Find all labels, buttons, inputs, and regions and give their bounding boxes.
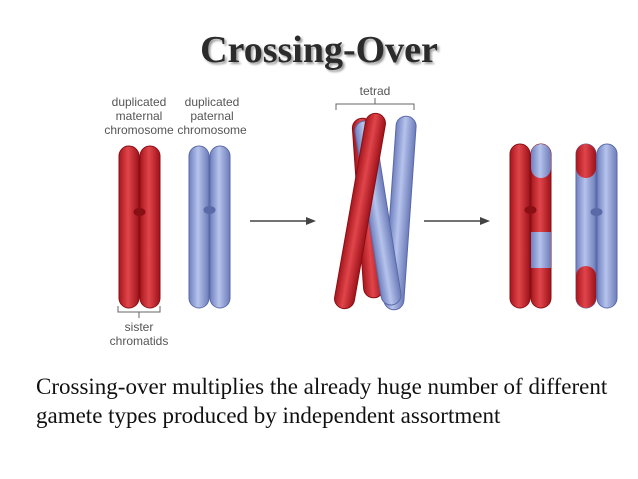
maternal-chromosome-label: duplicated maternal chromosome [104,95,174,137]
paternal-chromosome-label: duplicated paternal chromosome [177,95,247,137]
tetrad-label: tetrad [359,84,391,98]
recombinant-chromatid-blue [596,143,618,309]
arrow-right-icon [424,217,490,225]
tetrad [334,112,417,311]
paternal-centromere [203,206,216,214]
maternal-chromatid-right [139,145,161,309]
recombinant-chromosome-maternal [509,143,552,309]
paternal-chromosome [188,145,231,309]
recombinant-red-segment-bottom [576,266,596,308]
recombinant-chromatid-red [509,143,531,309]
tetrad-red-chromatid-cross [334,112,386,310]
recombinant-centromere-2 [590,208,603,216]
maternal-chromatid-left [118,145,140,309]
recombinant-centromere-1 [524,206,537,214]
paternal-chromatid-right [209,145,231,309]
recombinant-blue-segment-top [531,144,551,178]
arrow-right-icon [250,217,316,225]
paternal-chromatid-left [188,145,210,309]
sister-chromatids-label: sister chromatids [109,320,169,348]
slide-title: Crossing-Over [200,29,438,71]
recombinant-chromosome-paternal [575,143,618,309]
recombinant-red-segment-top [576,144,596,178]
recombinant-blue-segment-bottom [531,232,551,268]
maternal-chromosome [118,145,161,309]
tetrad-bracket [335,98,415,110]
maternal-centromere [133,208,146,216]
caption-text: Crossing-over multiplies the already hug… [36,374,608,428]
sister-chromatids-bracket [117,306,161,318]
